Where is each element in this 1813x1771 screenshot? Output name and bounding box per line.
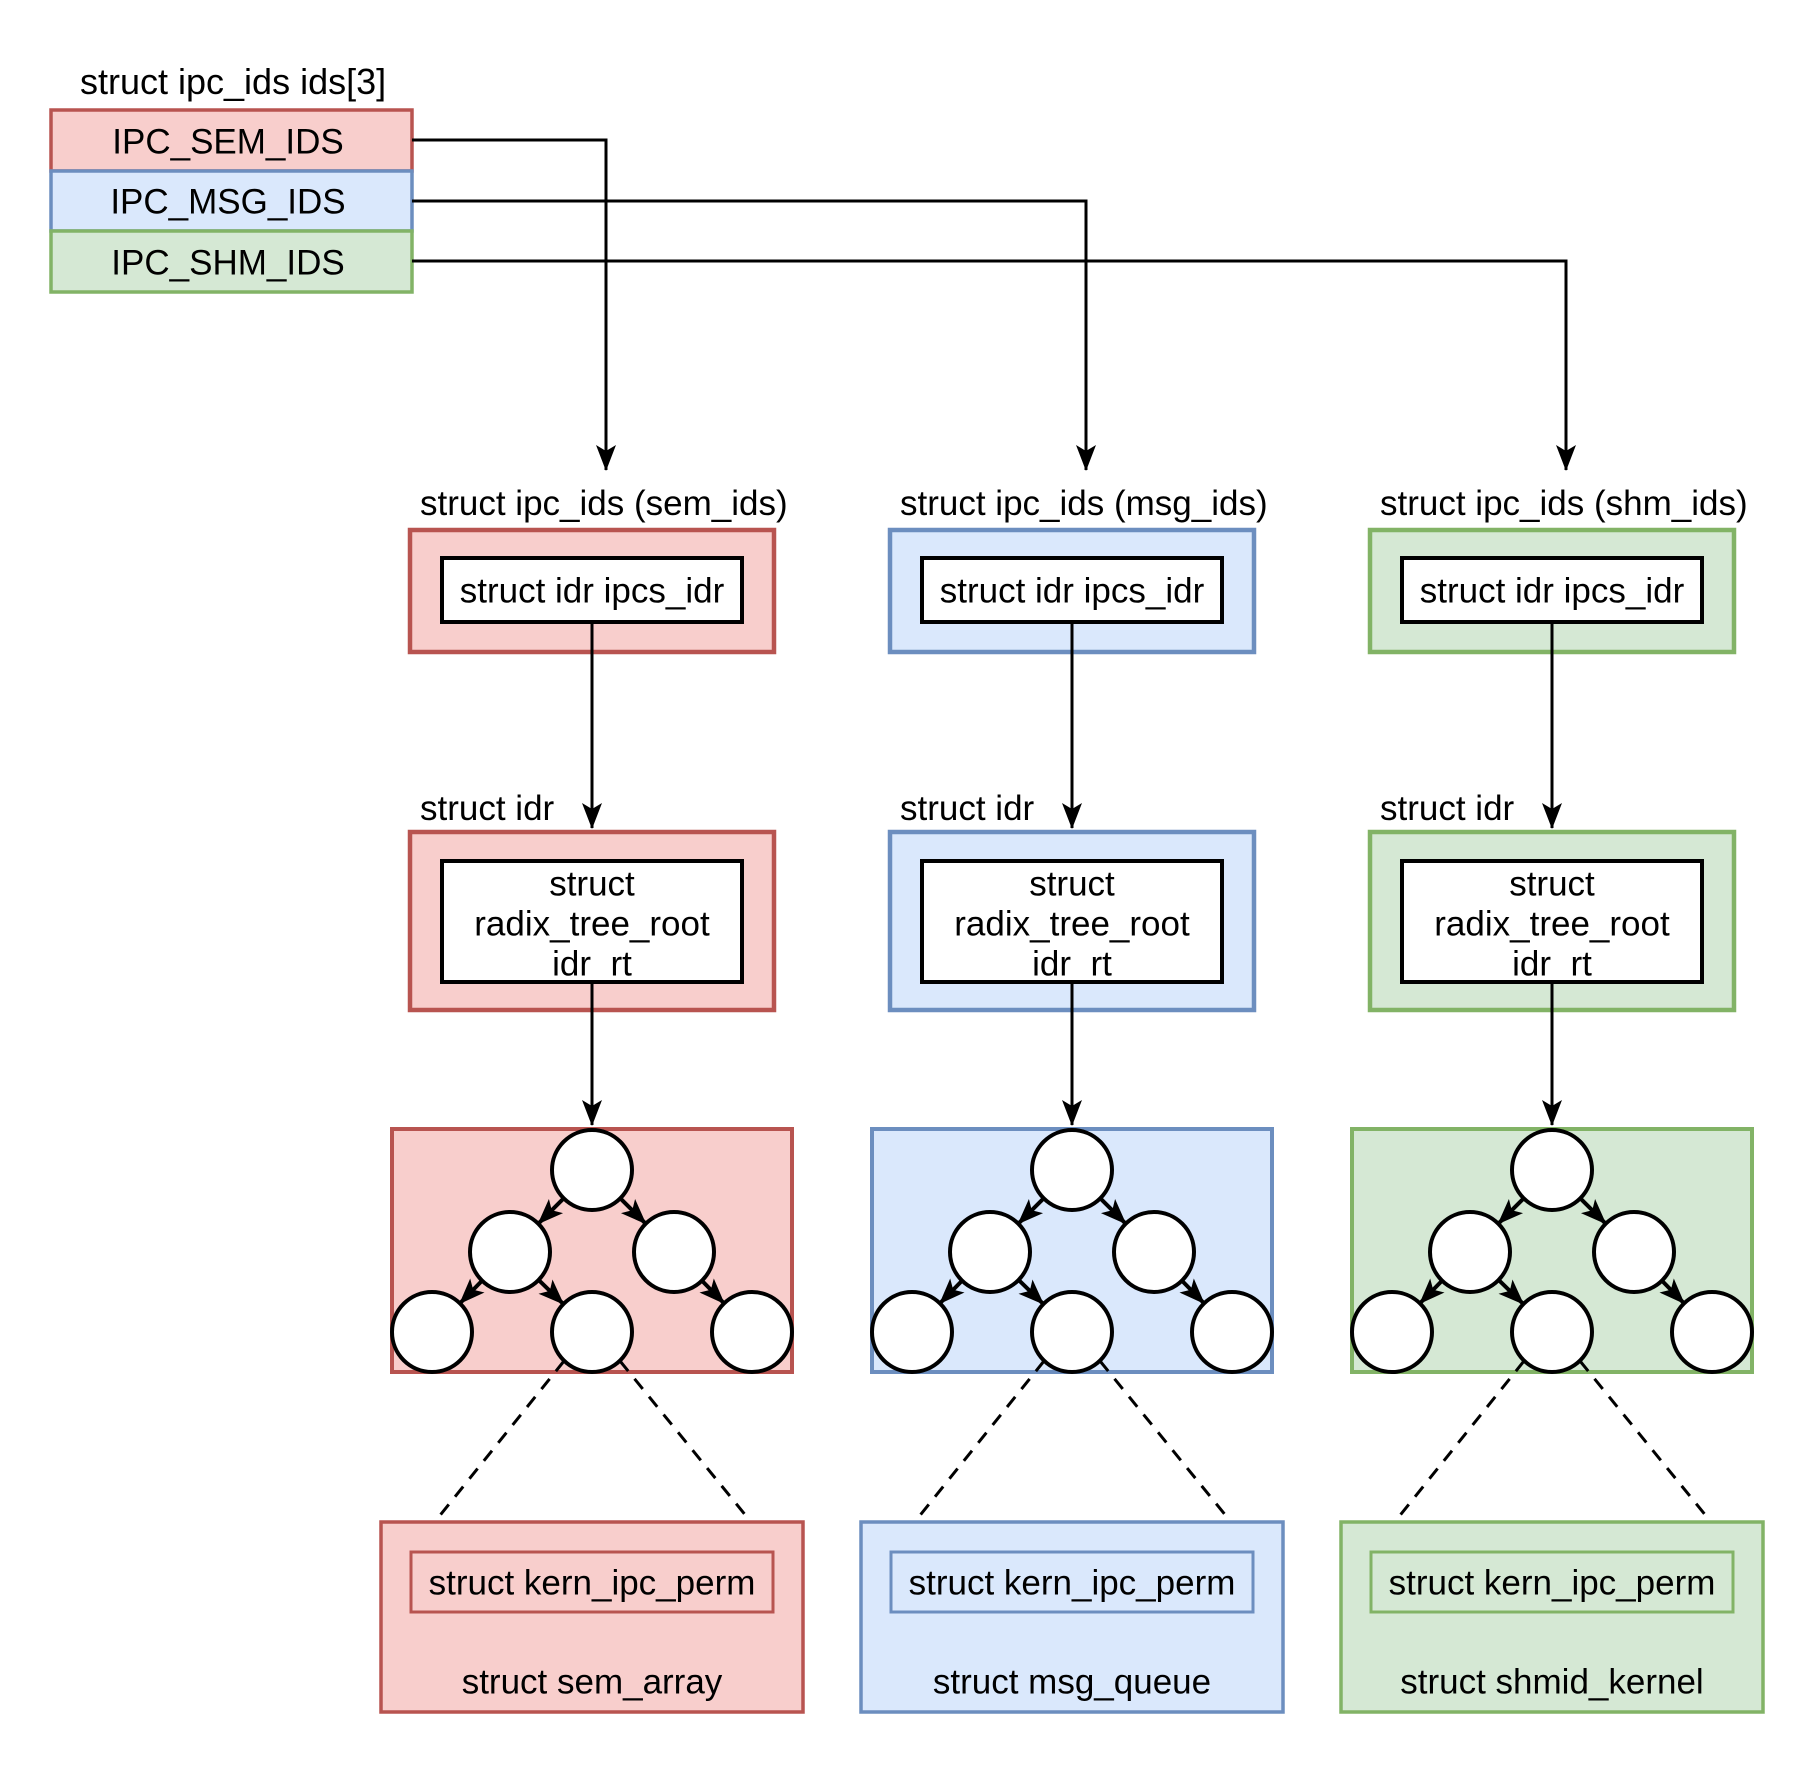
tree-edge-left-leaf2-shm	[1497, 1278, 1525, 1306]
tree-node-leaf-left-sem	[390, 1290, 474, 1374]
kern-ipc-perm-label-sem: struct kern_ipc_perm	[429, 1564, 756, 1603]
tree-node-leaf-left-msg	[870, 1290, 954, 1374]
kern-ipc-perm-box-msg	[889, 1550, 1255, 1614]
radix-line-1-msg: struct	[1029, 865, 1115, 904]
tree-node-root-shm	[1510, 1128, 1594, 1212]
tree-node-root-sem	[550, 1128, 634, 1212]
tree-edge-root-left-msg	[1016, 1196, 1046, 1226]
tree-edge-right-leaf3-sem	[699, 1278, 726, 1305]
dashed-link-right-msg	[1098, 1360, 1255, 1550]
idr-box-label-sem: struct idr	[420, 789, 555, 828]
tree-node-leaf-right-msg	[1190, 1290, 1274, 1374]
tree-edge-root-left-shm	[1496, 1196, 1526, 1226]
tree-edge-right-leaf3-msg	[1179, 1278, 1206, 1305]
radix-line-2-sem: radix_tree_root	[474, 905, 710, 944]
radix-line-2-shm: radix_tree_root	[1434, 905, 1670, 944]
tree-node-mid-left-sem	[468, 1210, 552, 1294]
radix-tree-root-box-shm	[1400, 859, 1704, 984]
dashed-link-left-sem	[411, 1360, 566, 1550]
kern-ipc-perm-label-shm: struct kern_ipc_perm	[1389, 1564, 1716, 1603]
ipc-ids-box-label-msg: struct ipc_ids (msg_ids)	[900, 484, 1268, 523]
dashed-link-left-msg	[891, 1360, 1046, 1550]
radix-line-2-msg: radix_tree_root	[954, 905, 1190, 944]
radix-tree-root-box-msg	[920, 859, 1224, 984]
ids-array: struct ipc_ids ids[3] IPC_SEM_IDS IPC_MS…	[49, 61, 414, 294]
ipc-sem-ids-label: IPC_SEM_IDS	[112, 123, 343, 162]
idr-box-label-msg: struct idr	[900, 789, 1035, 828]
tree-node-leaf-center-shm	[1510, 1290, 1594, 1374]
kern-ipc-perm-label-msg: struct kern_ipc_perm	[909, 1564, 1236, 1603]
dashed-link-right-sem	[618, 1360, 775, 1550]
tree-node-leaf-right-shm	[1670, 1290, 1754, 1374]
tree-node-leaf-center-msg	[1030, 1290, 1114, 1374]
tree-node-mid-right-msg	[1112, 1210, 1196, 1294]
tree-node-mid-left-msg	[948, 1210, 1032, 1294]
idr-box-label-shm: struct idr	[1380, 789, 1515, 828]
radix-line-1-shm: struct	[1509, 865, 1595, 904]
ipcs-idr-label-msg: struct idr ipcs_idr	[940, 572, 1205, 611]
tree-node-mid-right-shm	[1592, 1210, 1676, 1294]
tree-edge-root-right-sem	[618, 1196, 648, 1226]
ipc-sem-ids-box	[49, 108, 414, 173]
connector-msg-ids	[412, 199, 1096, 471]
column-shm: struct ipc_ids (shm_ids) struct idr ipcs…	[1339, 484, 1765, 1714]
ids-array-title: struct ipc_ids ids[3]	[80, 61, 386, 102]
tree-edge-left-leaf2-sem	[537, 1278, 565, 1306]
connector-shm-ids	[412, 259, 1576, 471]
kern-ipc-perm-box-sem	[409, 1550, 775, 1614]
radix-line-3-shm: idr_rt	[1512, 945, 1592, 984]
tree-edge-root-right-msg	[1098, 1196, 1128, 1226]
column-sem: struct ipc_ids (sem_ids) struct idr ipcs…	[379, 484, 805, 1714]
radix-line-1-sem: struct	[549, 865, 635, 904]
ipc-ids-box-label-sem: struct ipc_ids (sem_ids)	[420, 484, 788, 523]
payload-label-msg: struct msg_queue	[933, 1663, 1211, 1702]
kern-ipc-perm-box-shm	[1369, 1550, 1735, 1614]
ipc-shm-ids-box	[49, 229, 414, 294]
column-msg: struct ipc_ids (msg_ids) struct idr ipcs…	[859, 484, 1285, 1714]
connector-sem-ids	[412, 138, 616, 471]
payload-label-sem: struct sem_array	[462, 1663, 723, 1702]
tree-edge-root-right-shm	[1578, 1196, 1608, 1226]
tree-edge-left-leaf1-shm	[1418, 1278, 1445, 1305]
ipc-shm-ids-label: IPC_SHM_IDS	[111, 244, 344, 283]
tree-edge-root-left-sem	[536, 1196, 566, 1226]
tree-node-mid-right-sem	[632, 1210, 716, 1294]
ipcs-idr-label-sem: struct idr ipcs_idr	[460, 572, 725, 611]
tree-edge-left-leaf1-msg	[938, 1278, 965, 1305]
tree-node-leaf-center-sem	[550, 1290, 634, 1374]
tree-node-leaf-right-sem	[710, 1290, 794, 1374]
ipc-msg-ids-label: IPC_MSG_IDS	[110, 183, 345, 222]
ipc-ids-box-label-shm: struct ipc_ids (shm_ids)	[1380, 484, 1748, 523]
radix-tree-root-box-sem	[440, 859, 744, 984]
tree-node-mid-left-shm	[1428, 1210, 1512, 1294]
tree-node-root-msg	[1030, 1128, 1114, 1212]
radix-line-3-sem: idr_rt	[552, 945, 632, 984]
dashed-link-right-shm	[1578, 1360, 1735, 1550]
radix-line-3-msg: idr_rt	[1032, 945, 1112, 984]
payload-label-shm: struct shmid_kernel	[1400, 1663, 1703, 1702]
dashed-link-left-shm	[1371, 1360, 1526, 1550]
ipcs-idr-label-shm: struct idr ipcs_idr	[1420, 572, 1685, 611]
tree-edge-left-leaf1-sem	[458, 1278, 485, 1305]
tree-edge-left-leaf2-msg	[1017, 1278, 1045, 1306]
tree-node-leaf-left-shm	[1350, 1290, 1434, 1374]
tree-edge-right-leaf3-shm	[1659, 1278, 1686, 1305]
